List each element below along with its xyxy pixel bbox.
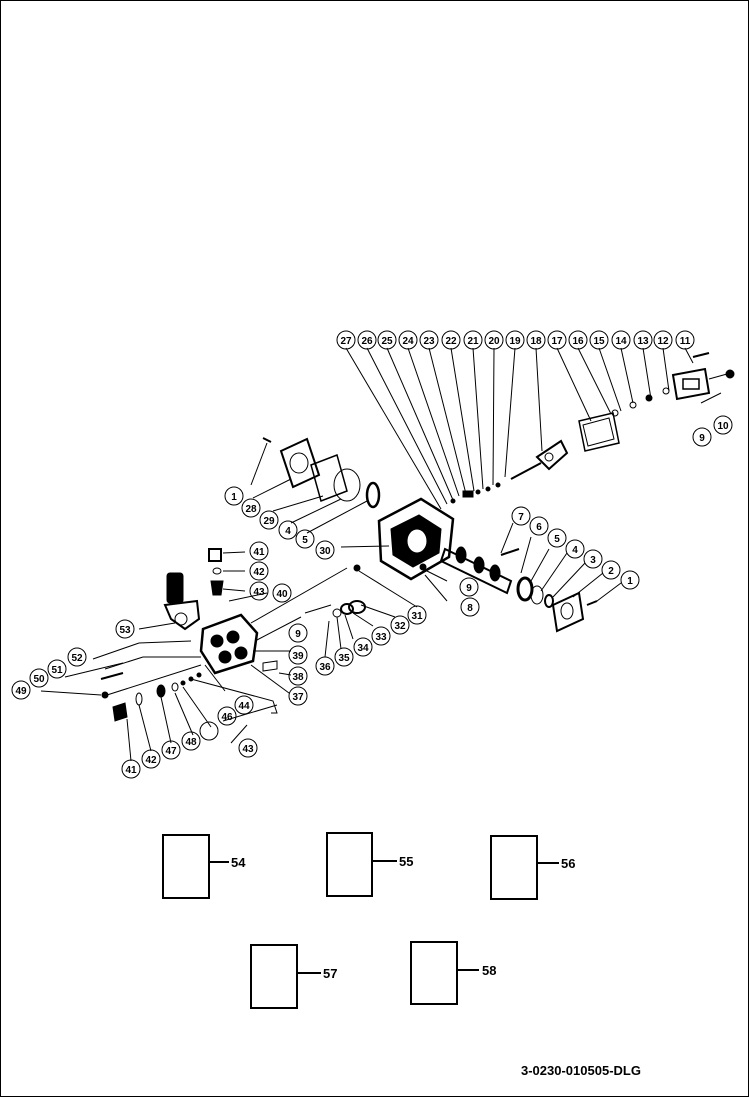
callout-3: 3 <box>590 555 596 566</box>
callout-26: 26 <box>361 336 373 347</box>
callout-1-cover: 1 <box>231 492 237 503</box>
callout-4-cover: 4 <box>285 526 291 537</box>
callout-53: 53 <box>119 625 131 636</box>
callout-34: 34 <box>357 643 369 654</box>
callout-39: 39 <box>292 651 304 662</box>
callout-52: 52 <box>71 653 83 664</box>
box-label-55: 55 <box>399 854 413 869</box>
box-label-56: 56 <box>561 856 575 871</box>
callout-43-top: 43 <box>253 587 265 598</box>
callout-16: 16 <box>572 336 584 347</box>
callout-19: 19 <box>509 336 521 347</box>
crankcase-body <box>340 497 455 602</box>
callout-21: 21 <box>467 336 479 347</box>
plunger-parts <box>304 564 418 658</box>
callout-35: 35 <box>338 653 350 664</box>
callout-31: 31 <box>411 611 423 622</box>
callout-38: 38 <box>292 672 304 683</box>
box-label-54: 54 <box>231 855 246 870</box>
callout-labels: 27 26 25 24 23 22 21 20 19 18 17 16 15 1… <box>15 336 729 776</box>
box-label-58: 58 <box>482 963 496 978</box>
callout-2: 2 <box>608 566 614 577</box>
callout-5-cover: 5 <box>302 535 308 546</box>
callout-50: 50 <box>33 674 45 685</box>
component-boxes <box>162 832 559 1009</box>
crankcase-cover <box>250 437 381 534</box>
callout-51: 51 <box>51 665 63 676</box>
callout-23: 23 <box>423 336 435 347</box>
rear-cover-assembly <box>450 352 735 504</box>
callout-17: 17 <box>551 336 563 347</box>
drawing-id: 3-0230-010505-DLG <box>521 1063 641 1078</box>
callout-circles <box>11 330 733 779</box>
callout-15: 15 <box>593 336 605 347</box>
callout-44: 44 <box>238 701 250 712</box>
callout-40: 40 <box>276 589 288 600</box>
callout-43-bottom: 43 <box>242 744 254 755</box>
callout-47: 47 <box>165 746 177 757</box>
callout-12: 12 <box>657 336 669 347</box>
callout-29: 29 <box>263 516 275 527</box>
callout-49: 49 <box>15 686 27 697</box>
callout-41-bottom: 41 <box>125 765 137 776</box>
manifold-assembly <box>138 548 348 694</box>
callout-32: 32 <box>394 621 406 632</box>
callout-20: 20 <box>488 336 500 347</box>
callout-25: 25 <box>381 336 393 347</box>
callout-36: 36 <box>319 662 331 673</box>
callout-37: 37 <box>292 692 304 703</box>
callout-8: 8 <box>467 603 473 614</box>
callout-14: 14 <box>615 336 627 347</box>
lower-fasteners <box>40 640 278 762</box>
callout-13: 13 <box>637 336 649 347</box>
callout-30: 30 <box>319 546 331 557</box>
box-label-57: 57 <box>323 966 337 981</box>
callout-7: 7 <box>518 512 524 523</box>
callout-48: 48 <box>185 737 197 748</box>
box-labels: 54 55 56 57 58 <box>231 854 575 981</box>
top-leader-lines <box>345 347 694 510</box>
callout-41-top: 41 <box>253 547 265 558</box>
callout-42-bottom: 42 <box>145 755 157 766</box>
callout-9-manifold: 9 <box>295 629 301 640</box>
callout-1-shaft: 1 <box>627 576 633 587</box>
callout-9-body: 9 <box>466 583 472 594</box>
callout-28: 28 <box>245 504 257 515</box>
callout-4-shaft: 4 <box>572 545 578 556</box>
callout-18: 18 <box>530 336 542 347</box>
callout-22: 22 <box>445 336 457 347</box>
callout-42-top: 42 <box>253 567 265 578</box>
callout-6: 6 <box>536 522 542 533</box>
callout-33: 33 <box>375 632 387 643</box>
callout-10: 10 <box>717 421 729 432</box>
callout-27: 27 <box>340 336 352 347</box>
callout-5-shaft: 5 <box>554 534 560 545</box>
crankshaft-assembly <box>439 522 622 633</box>
callout-24: 24 <box>402 336 414 347</box>
callout-9-top: 9 <box>699 433 705 444</box>
callout-46: 46 <box>221 712 233 723</box>
callout-11: 11 <box>680 336 691 347</box>
